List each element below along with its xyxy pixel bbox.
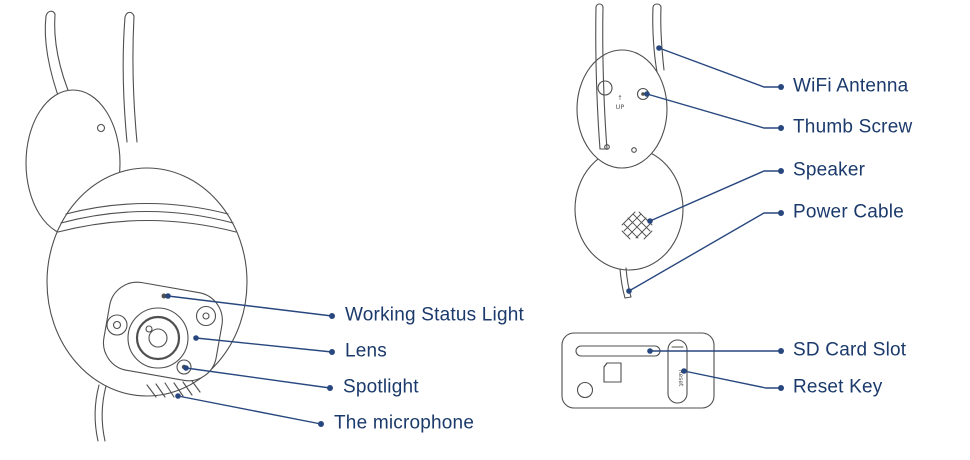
power-cable-icon <box>619 267 632 299</box>
micro-sd-card-icon <box>603 362 622 383</box>
label-working-status-light: Working Status Light <box>345 304 524 326</box>
leader-power-cable <box>626 210 784 294</box>
leader-wifi-antenna <box>656 45 784 90</box>
label-reset-key: Reset Key <box>793 376 883 398</box>
power-pigtail-icon <box>94 384 107 442</box>
leader-thumb-screw <box>644 91 784 131</box>
up-arrow-marking: ↑ <box>617 94 622 102</box>
label-power-cable: Power Cable <box>793 201 904 223</box>
panel-hole-icon <box>576 381 594 399</box>
lens-panel-icon <box>102 281 223 382</box>
microphone-grille-icon <box>146 380 201 398</box>
ports-panel-illustration: Reset <box>561 332 715 409</box>
lens-icon <box>127 307 189 369</box>
up-marking: UP <box>616 103 625 111</box>
leader-speaker <box>647 168 784 224</box>
front-view-illustration <box>25 10 248 442</box>
leader-spotlight <box>183 365 333 391</box>
back-view-illustration: ↑ UP <box>574 3 684 299</box>
leader-lens <box>193 335 335 355</box>
label-sd-card-slot: SD Card Slot <box>793 339 907 361</box>
leader-sd-card-slot <box>647 348 784 354</box>
back-antenna-right-icon <box>652 3 665 73</box>
label-spotlight: Spotlight <box>343 376 419 398</box>
label-wifi-antenna: WiFi Antenna <box>793 75 909 97</box>
leader-lines <box>165 45 784 427</box>
label-speaker: Speaker <box>793 159 866 181</box>
status-light-icon <box>161 293 167 299</box>
leader-working-status-light <box>165 293 335 319</box>
speaker-grille-icon <box>621 211 653 240</box>
ports-panel-outline <box>561 332 715 409</box>
label-lens: Lens <box>345 340 388 362</box>
label-thumb-screw: Thumb Screw <box>793 116 913 138</box>
reset-marking: Reset <box>677 370 684 387</box>
leader-reset-key <box>681 368 784 391</box>
antenna-right-icon <box>122 11 138 143</box>
leader-microphone <box>175 393 324 427</box>
label-microphone: The microphone <box>334 412 475 434</box>
